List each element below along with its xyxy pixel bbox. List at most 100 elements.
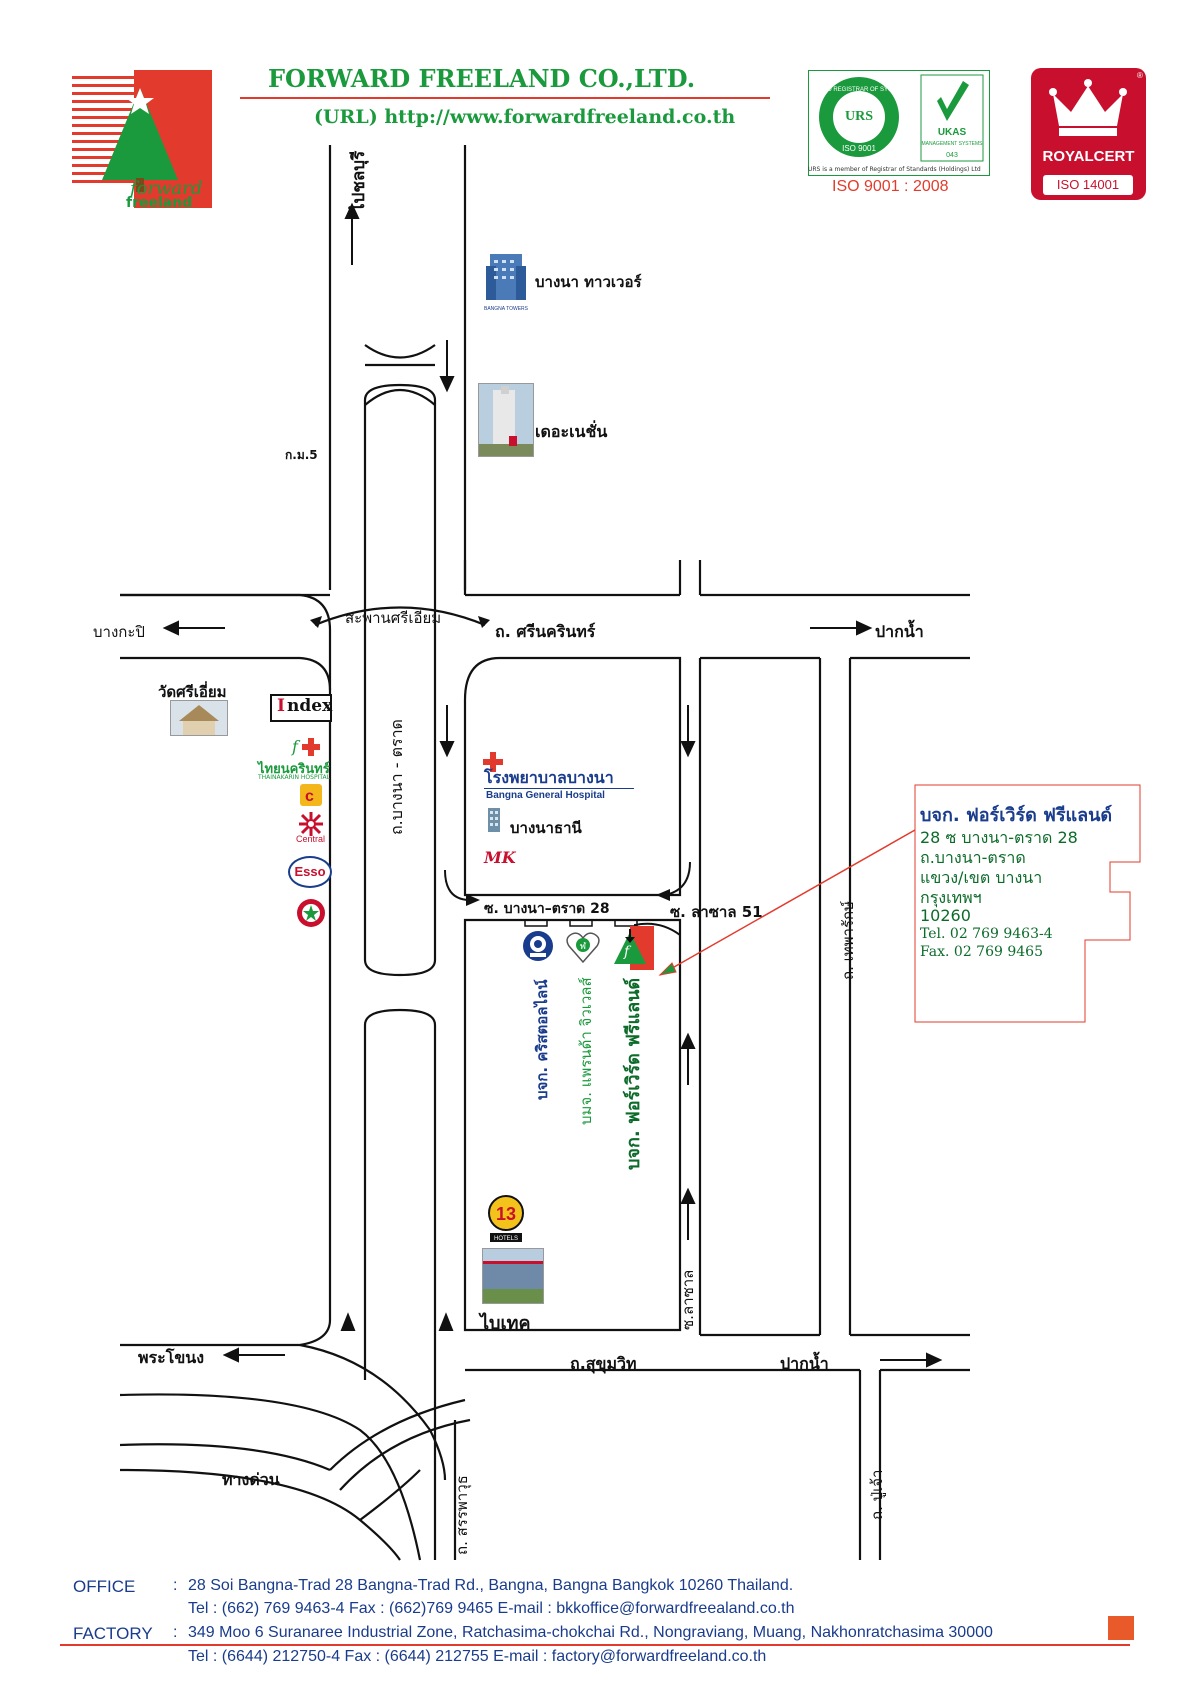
store-c-icon: c — [305, 788, 314, 805]
label-expressway: ทางด่วน — [222, 1470, 280, 1489]
hospital-underline — [484, 788, 634, 789]
label-chonburi: ไปชลบุรี — [349, 150, 369, 212]
central-logo — [296, 810, 326, 848]
road-outlines — [119, 145, 970, 1561]
index-logo-text: ndex — [287, 696, 333, 716]
label-the-nation: เดอะเนชั่น — [535, 422, 608, 441]
factory-separator: : — [173, 1624, 178, 1641]
address-line-3: แขวง/เขต บางนา — [920, 868, 1043, 887]
label-paknam-top: ปากน้ำ — [875, 622, 924, 641]
royalcert-name: ROYALCERT — [1042, 148, 1135, 165]
hotel-13-number: 13 — [496, 1204, 516, 1224]
prenda-jewels-logo: ฬ — [566, 930, 600, 964]
bitec-building-icon — [483, 1249, 543, 1303]
urs-ring-text: UNITED REGISTRAR OF SYSTEMS — [809, 87, 908, 93]
label-bangna-tower: บางนา ทาวเวอร์ — [535, 273, 642, 291]
company-logo-graphic: forward freeland — [72, 70, 212, 211]
urs-iso-text: ISO 9001 — [842, 144, 876, 153]
bangna-hospital-cross-icon — [482, 752, 504, 774]
thainakarin-hospital-logo: f — [262, 734, 332, 774]
central-name: Central — [296, 834, 326, 844]
address-pointer-head — [658, 962, 677, 976]
bangna-hospital-name-en: Bangna General Hospital — [486, 790, 605, 801]
label-prenda-jewels: บมจ. แพรนด้า จิวเวลส์ — [577, 977, 595, 1125]
label-thepharak-road: ถ. เทพารักษ์ — [839, 901, 857, 980]
svg-text:f: f — [623, 944, 632, 960]
address-company-name: บจก. ฟอร์เวิร์ด ฟรีแลนด์ — [920, 805, 1113, 826]
forward-freeland-marker-logo: f — [610, 926, 654, 970]
factory-contact: Tel : (6644) 212750-4 Fax : (6644) 21275… — [188, 1648, 767, 1665]
address-fax: Fax. 02 769 9465 — [920, 944, 1043, 960]
crown-icon: ® — [1049, 71, 1143, 136]
label-bangna-trat-road: ถ.บางนา - ตราด — [387, 719, 406, 835]
label-crystal-line: บจก. คริสตอลไลน์ — [533, 979, 551, 1101]
thainakarin-name-en: THAINAKARIN HOSPITAL — [258, 774, 330, 781]
crystal-line-logo — [522, 930, 554, 962]
index-logo-i: I — [277, 696, 285, 716]
label-forward-freeland-vertical: บจก. ฟอร์เวิร์ด ฟรีแลนด์ — [623, 977, 644, 1170]
the-nation-photo — [478, 383, 534, 457]
iso-9001-label: ISO 9001 : 2008 — [832, 178, 949, 195]
prenda-heart-icon: ฬ — [566, 932, 600, 964]
address-line-4: กรุงเทพฯ — [920, 888, 982, 907]
company-url: (URL) http://www.forwardfreeland.co.th — [314, 106, 736, 128]
label-srinakarin-road: ถ. ศรีนครินทร์ — [495, 622, 596, 641]
svg-text:f: f — [291, 737, 301, 756]
hospital-cross-icon: f — [291, 737, 320, 756]
factory-label: FACTORY — [73, 1624, 153, 1643]
tower-photo-icon — [479, 384, 533, 456]
marker-arrow-icon — [620, 928, 640, 943]
office-address: 28 Soi Bangna-Trad 28 Bangna-Trad Rd., B… — [188, 1577, 794, 1594]
esso-logo: Esso — [288, 856, 332, 888]
address-line-2: ถ.บางนา-ตราด — [920, 848, 1026, 867]
svg-text:ฬ: ฬ — [580, 941, 587, 952]
address-pointer-line — [659, 829, 916, 976]
label-puchao-road: ถ. ปู่เจ้า — [868, 1469, 886, 1520]
ukas-number: 043 — [946, 152, 958, 159]
label-soi-lasalle-51: ซ. ลาซาล 51 — [670, 903, 763, 921]
office-label: OFFICE — [73, 1577, 136, 1596]
bangna-tower-logo: BANGNA TOWERS — [478, 250, 534, 312]
office-contact: Tel : (662) 769 9463-4 Fax : (662)769 94… — [188, 1600, 795, 1617]
label-phra-khanong: พระโขนง — [138, 1348, 205, 1367]
urs-ukas-certificate: URS UNITED REGISTRAR OF SYSTEMS ISO 9001… — [808, 70, 990, 176]
forward-freeland-marker-icon: f — [614, 926, 654, 970]
caltex-logo — [296, 898, 326, 928]
central-star-icon — [299, 812, 323, 836]
header-rule — [240, 97, 770, 99]
thainakarin-name: ไทยนครินทร์ — [258, 762, 330, 777]
mk-restaurant-logo: MK — [484, 848, 516, 867]
company-name: FORWARD FREELAND CO.,LTD. — [268, 64, 696, 93]
urs-seal-icon: URS UNITED REGISTRAR OF SYSTEMS ISO 9001… — [809, 74, 984, 162]
bridge-arrowheads — [310, 616, 490, 628]
office-separator: : — [173, 1577, 178, 1594]
factory-address: 349 Moo 6 Suranaree Industrial Zone, Rat… — [188, 1624, 993, 1641]
svg-text:c: c — [305, 788, 314, 805]
label-wat-si-iam: วัดศรีเอี่ยม — [158, 683, 227, 701]
address-box-outline — [914, 784, 1141, 1023]
logo-word-freeland: freeland — [126, 195, 192, 208]
logo-word-forward: forward — [128, 178, 202, 199]
caltex-star-icon — [297, 899, 325, 927]
crystal-line-emblem-icon — [523, 931, 553, 961]
index-logo: I ndex — [270, 694, 332, 722]
bangna-tower-logo-text: BANGNA TOWERS — [484, 306, 529, 312]
label-bitec: ไบเทค — [480, 1313, 531, 1334]
label-bang-kapi: บางกะปิ — [93, 623, 145, 641]
hotel-badge-icon: 13 HOTELS — [488, 1195, 524, 1242]
label-paknam-bottom: ปากน้ำ — [780, 1354, 829, 1373]
label-bridge: สะพานศรีเอี่ยม — [345, 609, 442, 627]
label-sanphawut-road: ถ. สรรพาวุธ — [453, 1475, 471, 1555]
company-address-box: บจก. ฟอร์เวิร์ด ฟรีแลนด์ 28 ซ บางนา-ตราด… — [912, 778, 1118, 1018]
registered-mark: ® — [1137, 71, 1143, 80]
label-bangna-thani: บางนาธานี — [510, 819, 582, 837]
hotels-word: HOTELS — [494, 1236, 518, 1242]
bitec-photo — [482, 1248, 544, 1304]
soi-markers — [524, 919, 638, 927]
address-line-1: 28 ซ บางนา-ตราด 28 — [920, 828, 1078, 847]
address-postcode: 10260 — [920, 906, 971, 925]
building-icon: BANGNA TOWERS — [484, 254, 529, 312]
bangna-thani-building-icon — [486, 808, 502, 832]
urs-mark: URS — [845, 109, 873, 124]
